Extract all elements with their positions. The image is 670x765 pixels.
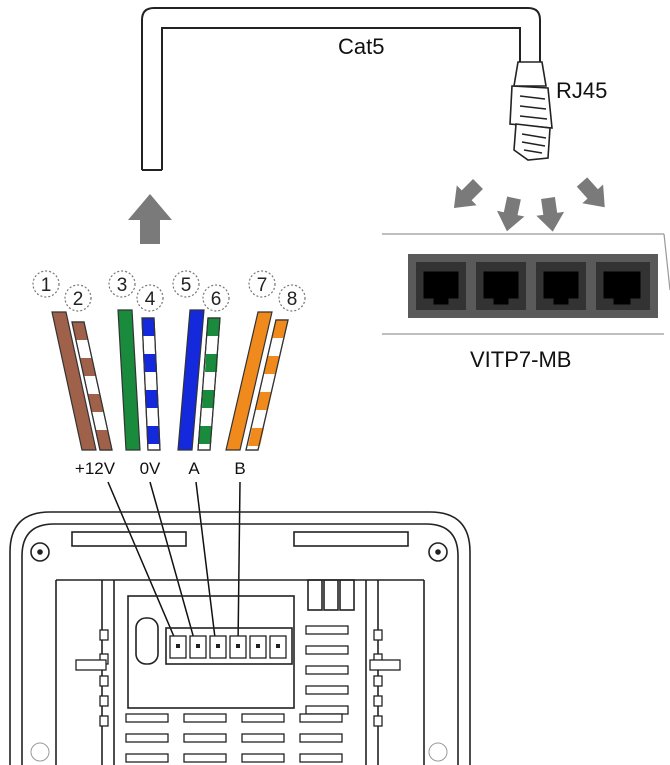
terminal-label-b: B <box>234 459 245 478</box>
rj45-plug-icon <box>509 61 553 161</box>
pair-number-markers <box>32 270 306 312</box>
wire-8-orange-white <box>245 319 289 451</box>
wire-5-blue <box>177 309 205 451</box>
wire-4-blue-white <box>141 317 161 451</box>
arrow-down-left-icon <box>496 196 525 232</box>
pair-number-1: 1 <box>41 275 52 296</box>
wire-1-brown <box>51 311 97 451</box>
pair-number-3: 3 <box>117 275 128 296</box>
pair-number-7: 7 <box>257 275 268 296</box>
pair-number-6: 6 <box>211 289 222 310</box>
side-clips <box>75 629 401 727</box>
terminal-label-12v: +12V <box>75 459 116 478</box>
wire-6-green-white <box>197 317 221 451</box>
rj45-port-icon <box>596 262 650 310</box>
terminal-block <box>169 635 287 659</box>
rj45-port-icon <box>536 262 586 310</box>
bottom-corner-marks <box>30 742 448 762</box>
wire-2-brown-white <box>71 321 113 451</box>
arrow-up-icon <box>128 194 172 244</box>
terminal-label-a: A <box>188 459 200 478</box>
wire-3-green <box>117 309 141 451</box>
leader-lines <box>107 481 241 647</box>
vent-slots <box>125 625 349 763</box>
pair-number-5: 5 <box>181 275 192 296</box>
cable-label: Cat5 <box>338 34 384 59</box>
wire-7-orange <box>225 311 273 451</box>
terminal-label-0v: 0V <box>140 459 161 478</box>
device-housing <box>9 511 471 765</box>
arrow-right-icon <box>576 177 605 208</box>
arrow-left-icon <box>453 179 483 209</box>
rj45-port-icon <box>416 262 466 310</box>
arrow-icons <box>453 177 605 232</box>
connector-label: RJ45 <box>556 78 607 103</box>
module-label: VITP7-MB <box>470 347 571 372</box>
pair-number-4: 4 <box>145 289 156 310</box>
pair-number-2: 2 <box>73 289 84 310</box>
arrow-down-right-icon <box>536 197 565 232</box>
rj45-port-icon <box>476 262 526 310</box>
cat5-cable <box>141 7 541 171</box>
pair-number-8: 8 <box>287 289 298 310</box>
vitp7-mb-module <box>382 233 670 335</box>
